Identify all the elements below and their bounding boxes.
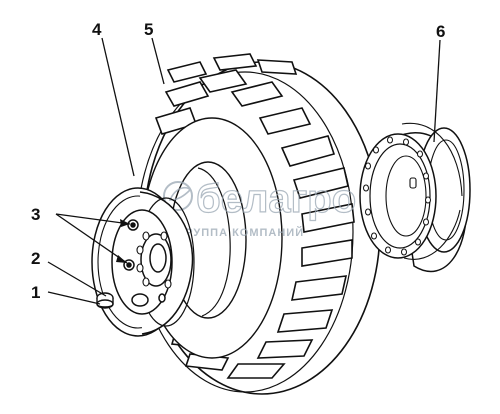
leader-3-arrowheads bbox=[116, 219, 130, 263]
watermark-logo-circle bbox=[163, 181, 193, 211]
rim-side-lines bbox=[401, 122, 463, 260]
callout-1: 1 bbox=[31, 283, 40, 302]
outer-rim bbox=[359, 122, 471, 273]
tire-tread bbox=[154, 53, 355, 379]
disc-bolt-holes bbox=[136, 231, 172, 289]
rim-bolt-holes bbox=[363, 136, 431, 256]
leader-5 bbox=[151, 37, 165, 85]
tire bbox=[136, 53, 381, 395]
watermark-logo-leaf bbox=[168, 186, 191, 201]
rim-front-bore bbox=[385, 155, 427, 237]
leader-1 bbox=[47, 291, 101, 305]
leader-4 bbox=[101, 37, 135, 177]
leader-3b bbox=[55, 213, 128, 264]
rim-valve-slot bbox=[409, 177, 417, 189]
leader-6 bbox=[433, 39, 441, 143]
callout-4: 4 bbox=[92, 20, 102, 39]
callout-2: 2 bbox=[31, 249, 40, 268]
valve-cap bbox=[96, 292, 114, 309]
leader-lines bbox=[47, 37, 441, 305]
callout-6: 6 bbox=[436, 22, 445, 41]
watermark-brand: белагро bbox=[196, 177, 356, 221]
callout-3: 3 bbox=[31, 205, 40, 224]
leader-2 bbox=[47, 261, 107, 297]
leader-3a bbox=[55, 213, 131, 225]
watermark-subtitle: ГРУППА КОМПАНИЙ bbox=[178, 226, 304, 239]
disc-hub-bore bbox=[149, 243, 167, 273]
disc-valve-hole bbox=[131, 293, 149, 307]
watermark: белагро ГРУППА КОМПАНИЙ bbox=[163, 176, 357, 239]
wheel-disc bbox=[91, 187, 195, 337]
callout-5: 5 bbox=[144, 20, 153, 39]
tire-bead-inner-curve bbox=[197, 167, 231, 317]
